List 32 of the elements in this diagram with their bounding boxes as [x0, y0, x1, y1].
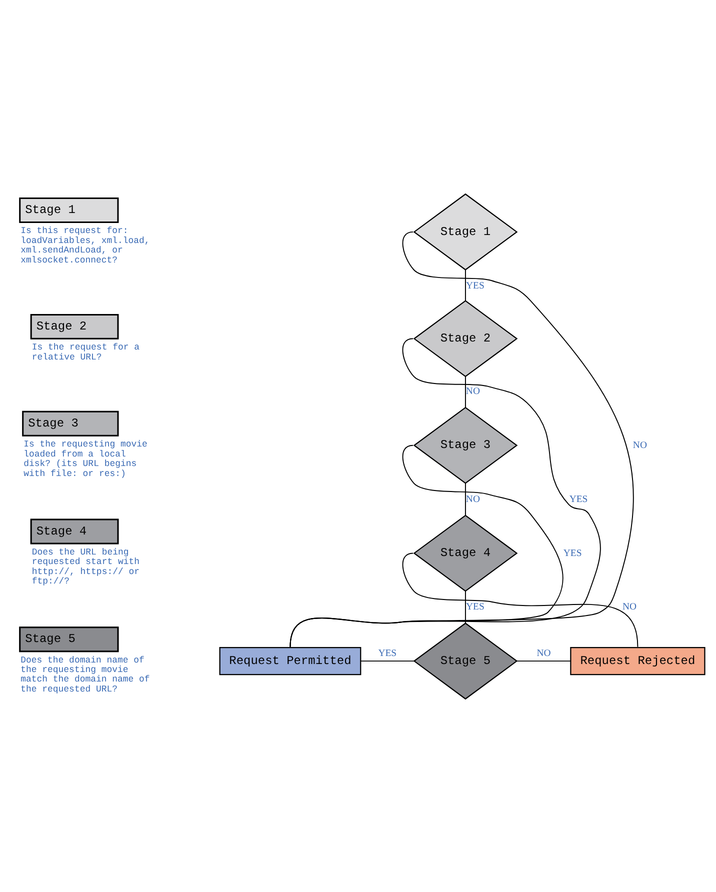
edge-label: YES	[569, 493, 588, 504]
node-box: Request Rejected	[570, 646, 706, 675]
edge-label: NO	[466, 386, 480, 396]
connector	[290, 230, 634, 647]
edge-label: NO	[622, 601, 636, 612]
node-label: Does the URL being requested start with http://, https:// or ftp://?	[32, 546, 140, 586]
connector	[360, 660, 414, 662]
connector	[464, 268, 466, 301]
edge-label: YES	[466, 601, 484, 612]
edge-label: YES	[378, 648, 397, 659]
edge-label: NO	[632, 439, 647, 450]
node-diamond: Stage 3	[413, 406, 518, 484]
connector	[516, 660, 572, 662]
edge-label: NO	[536, 648, 551, 659]
edge-label: NO	[466, 493, 480, 504]
node-diamond: Stage 5	[413, 622, 518, 700]
node-diamond: Stage 4	[413, 514, 518, 592]
connector	[290, 338, 601, 647]
node-label: Is the request for a relative URL?	[32, 342, 140, 362]
node-box: Request Permitted	[219, 646, 362, 675]
node-diamond: Stage 1	[413, 192, 518, 270]
connector	[464, 376, 466, 408]
node-label: Does the domain name of the requesting movie match the domain name of the requested URL?	[20, 654, 150, 694]
edge-label: YES	[466, 280, 484, 291]
node-diamond: Stage 2	[413, 300, 518, 377]
connector	[402, 552, 638, 647]
connector	[464, 482, 466, 516]
edge-label: YES	[563, 547, 582, 558]
node-label: Is this request for: loadVariables, xml.load, xml.sendAndLoad, or xmlsocket.connect?	[20, 226, 150, 265]
connector	[464, 590, 466, 623]
node-label: Is the requesting movie loaded from a local disk? (its URL begins with file: or res:)	[24, 439, 148, 478]
connector	[290, 444, 564, 647]
